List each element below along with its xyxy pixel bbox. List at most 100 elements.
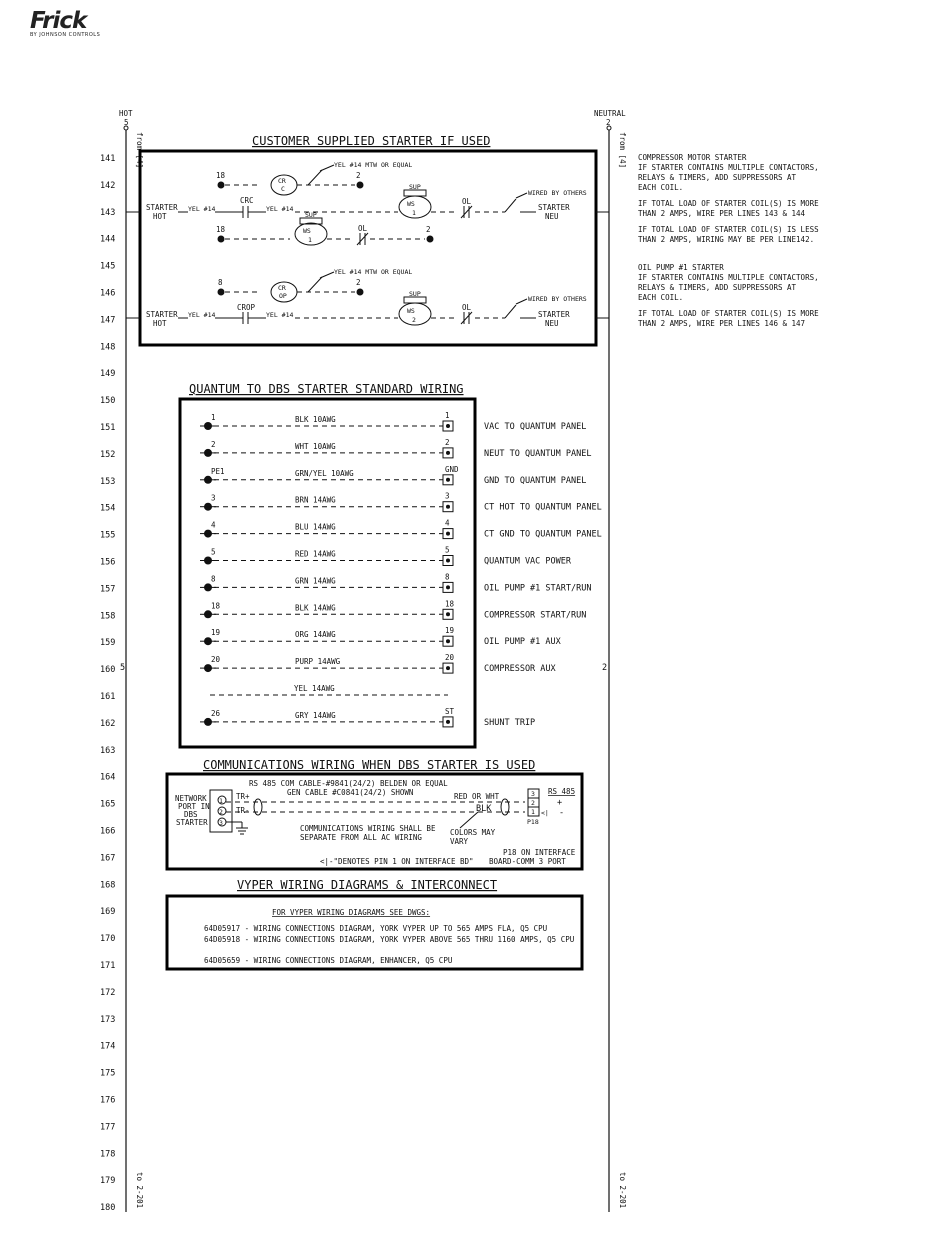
wire-description: OIL PUMP #1 START/RUN (484, 583, 591, 593)
line-number: 167 (100, 853, 115, 863)
note-line: RELAYS & TIMERS, ADD SUPPRESSORS AT (638, 173, 797, 182)
left-terminal-label: 20 (211, 655, 221, 664)
right-terminal-label: 4 (445, 519, 450, 528)
svg-text:WIRED BY OTHERS: WIRED BY OTHERS (528, 295, 587, 303)
line-number: 155 (100, 531, 115, 541)
svg-text:NEU: NEU (545, 212, 559, 221)
right-terminal (442, 635, 454, 647)
neutral-label: NEUTRAL (594, 109, 626, 118)
right-terminal-label: 5 (445, 546, 450, 555)
svg-text:STARTER: STARTER (146, 310, 178, 319)
svg-text:RED OR WHT: RED OR WHT (454, 792, 500, 801)
line-number: 142 (100, 181, 115, 191)
line-number: 180 (100, 1203, 115, 1213)
svg-text:<|: <| (541, 809, 549, 817)
communications-section: COMMUNICATIONS WIRING WHEN DBS STARTER I… (165, 758, 584, 871)
line-number: 145 (100, 262, 115, 272)
svg-text:P18 ON INTERFACE: P18 ON INTERFACE (503, 848, 576, 857)
neutral-from-label: from [4] (618, 132, 627, 168)
section2-title: QUANTUM TO DBS STARTER STANDARD WIRING (189, 382, 464, 396)
svg-text:TR-: TR- (236, 806, 250, 815)
line-number: 171 (100, 961, 115, 971)
line-number: 176 (100, 1096, 115, 1106)
svg-text:PORT IN: PORT IN (178, 802, 210, 811)
wire-label: BLK 10AWG (295, 415, 336, 424)
right-terminal (442, 555, 454, 566)
svg-text:OL: OL (462, 197, 472, 206)
line-number: 153 (100, 477, 115, 487)
svg-text:COMMUNICATIONS WIRING SHALL BE: COMMUNICATIONS WIRING SHALL BE (300, 824, 436, 833)
note-line: THAN 2 AMPS, WIRE PER LINES 146 & 147 (638, 319, 805, 328)
motor-starter-2-coil (398, 302, 432, 326)
note-line: IF TOTAL LOAD OF STARTER COIL(S) IS LESS (638, 225, 819, 234)
brand-subtitle: BY JOHNSON CONTROLS (30, 32, 101, 38)
svg-text:NEU: NEU (545, 319, 559, 328)
svg-text:YEL #14: YEL #14 (188, 311, 215, 319)
right-terminal (442, 716, 454, 728)
wire-description: NEUT TO QUANTUM PANEL (484, 449, 591, 459)
line-number: 141 (100, 154, 115, 164)
svg-text:+: + (557, 798, 562, 808)
wire-description: CT GND TO QUANTUM PANEL (484, 530, 602, 540)
svg-text:2: 2 (356, 278, 361, 287)
crop-contact-label: CROP (237, 303, 256, 312)
line-number: 175 (100, 1069, 115, 1079)
line-number: 163 (100, 746, 115, 756)
wire-label: BRN 14AWG (295, 496, 336, 505)
right-terminal-label: 1 (445, 411, 450, 420)
wiring-row: YEL 14AWG (210, 684, 448, 696)
right-terminal-label: ST (445, 707, 455, 716)
svg-text:3: 3 (531, 790, 535, 798)
svg-text:C: C (281, 185, 285, 193)
line-number: 143 (100, 208, 115, 218)
svg-text:HOT: HOT (153, 319, 167, 328)
svg-text:STARTER: STARTER (176, 818, 208, 827)
note-line: COMPRESSOR MOTOR STARTER (638, 153, 747, 162)
svg-text:WS: WS (407, 200, 415, 208)
left-terminal-label: 4 (211, 521, 216, 530)
brand-name: Frick (30, 8, 87, 34)
hot-label: HOT (119, 109, 133, 118)
note-line: IF TOTAL LOAD OF STARTER COIL(S) IS MORE (638, 309, 819, 318)
right-terminal (442, 420, 454, 432)
svg-text:2: 2 (219, 808, 223, 816)
left-terminal-label: PE1 (211, 467, 225, 476)
vyper-heading: FOR VYPER WIRING DIAGRAMS SEE DWGS: (272, 908, 430, 917)
svg-text:1: 1 (219, 797, 223, 805)
line-number: 170 (100, 934, 115, 944)
line-number: 159 (100, 638, 115, 648)
rail-side-2: 2 (602, 663, 607, 673)
right-terminal-label: 19 (445, 626, 454, 635)
svg-text:2: 2 (356, 171, 361, 180)
svg-text:1: 1 (308, 236, 312, 244)
wire-description: COMPRESSOR AUX (484, 664, 557, 674)
svg-text:STARTER: STARTER (538, 203, 570, 212)
neutral-rail-top-node (606, 125, 612, 131)
note-line: IF TOTAL LOAD OF STARTER COIL(S) IS MORE (638, 199, 819, 208)
line-number: 172 (100, 988, 115, 998)
svg-text:SEPARATE FROM ALL AC WIRING: SEPARATE FROM ALL AC WIRING (300, 833, 422, 842)
line-number: 154 (100, 504, 115, 514)
svg-text:BOARD-COMM 3 PORT: BOARD-COMM 3 PORT (489, 857, 566, 866)
svg-text:WS: WS (407, 307, 415, 315)
crc-contact-label: CRC (240, 196, 254, 205)
vyper-dwg-3: 64D05659 - WIRING CONNECTIONS DIAGRAM, E… (204, 956, 452, 965)
wire-description: VAC TO QUANTUM PANEL (484, 422, 586, 432)
wire-description: GND TO QUANTUM PANEL (484, 476, 586, 486)
line-number: 158 (100, 611, 115, 621)
vyper-dwg-2: 64D05918 - WIRING CONNECTIONS DIAGRAM, Y… (204, 935, 574, 944)
svg-text:CR: CR (278, 177, 286, 185)
svg-text:DBS: DBS (184, 810, 198, 819)
line-number: 178 (100, 1149, 115, 1159)
section4-title: VYPER WIRING DIAGRAMS & INTERCONNECT (237, 878, 497, 892)
line-number: 165 (100, 800, 115, 810)
line-number: 161 (100, 692, 115, 702)
wire-label: PURP 14AWG (295, 657, 341, 666)
line-number: 149 (100, 369, 115, 379)
svg-text:2: 2 (412, 316, 416, 324)
right-terminal (442, 662, 454, 674)
